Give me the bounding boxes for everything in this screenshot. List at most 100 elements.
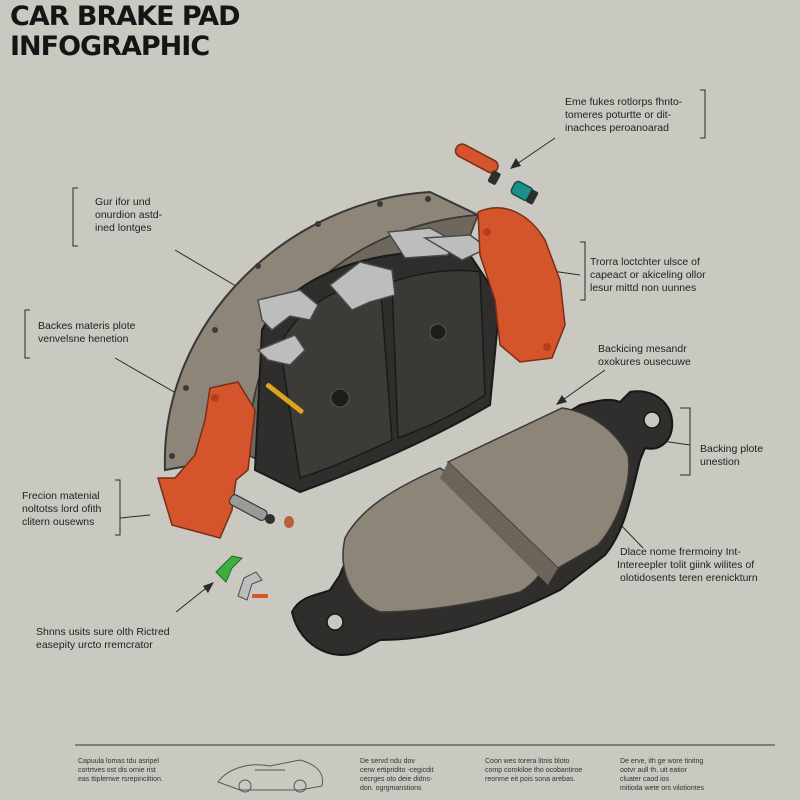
annotation-7: Frecion matenial noltotss lord ofith cli…	[22, 490, 101, 529]
leader-line-6	[680, 407, 691, 476]
footer-line: eas ttiplerrwe rsrepinciltion.	[78, 776, 163, 783]
leader-line-2	[72, 187, 78, 247]
bolt-end-icon	[265, 514, 275, 524]
annotation-line: capeact or akiceling ollor	[590, 269, 706, 281]
annotation-line: inachces peroanoarad	[565, 122, 669, 134]
rivet-icon	[255, 263, 261, 269]
pad-hole-icon	[330, 388, 350, 408]
metal-clips	[256, 227, 490, 366]
rivet-icon	[377, 201, 383, 207]
brake-pad-exploded	[290, 390, 674, 656]
annotation-line: lesur mittd non uunnes	[590, 282, 697, 294]
teal-bushing-end	[525, 189, 539, 205]
annotation-line: easepity urcto rremcrator	[36, 639, 153, 651]
leader-line-7	[115, 479, 121, 536]
annotation-3: Trorra loctchter ulsce of capeact or aki…	[590, 256, 706, 295]
annotation-line: Trorra loctchter ulsce of	[590, 256, 700, 268]
annotation-8: Dlace nome frermoiny Int- Intereepler to…	[617, 546, 758, 585]
small-screw-icon	[252, 594, 268, 598]
footer-line: Capuula lomas tdu asripel	[78, 758, 159, 765]
footer-col-4: De erve, ith ge wore tinitng ootvr aull …	[620, 757, 704, 793]
annotation-9: Shnns usits sure olth Rictred easepity u…	[36, 626, 170, 652]
annotation-line: Backes materis plote	[38, 320, 136, 332]
footer-sketch-icon	[217, 759, 324, 793]
caliper-port-icon	[483, 228, 491, 236]
annotation-2: Gur ifor und onurdion astd- ined lontges	[95, 196, 162, 235]
arrow-head-1	[510, 158, 521, 169]
footer-col-1: Capuula lomas tdu asripel cortrtves ost …	[78, 757, 163, 784]
rivet-icon	[169, 453, 175, 459]
grey-clip-icon	[237, 571, 263, 601]
pad-hole-icon	[429, 323, 447, 341]
guide-pin-cap	[487, 170, 501, 185]
annotation-line: Backicing mesandr	[598, 343, 687, 355]
title-line-2: INFOGRAPHIC	[10, 31, 210, 62]
page-title: CAR BRAKE PAD INFOGRAPHIC	[10, 1, 241, 62]
annotation-6: Backing plote unestion	[700, 443, 763, 469]
annotation-line: Intereepler tolit giink wilites of	[617, 559, 755, 571]
leader-line-5-arrow	[559, 369, 606, 403]
annotation-line: Shnns usits sure olth Rictred	[36, 626, 170, 638]
spring-clip	[257, 289, 319, 331]
footer-line: De erve, ith ge wore tinitng	[620, 758, 704, 765]
footer-col-2: De servd ndu dov cerw ertipridito -cegic…	[360, 757, 434, 793]
annotation-line: venvelsne henetion	[38, 333, 129, 345]
mount-hole-icon	[643, 411, 661, 429]
footer-line: cerw ertipridito -cegicdit	[360, 767, 434, 774]
annotation-line: Frecion matenial	[22, 490, 100, 502]
footer-line: cortrtves ost dis ornie rist	[78, 767, 156, 774]
annotation-line: Gur ifor und	[95, 196, 151, 208]
caliper-port-icon	[543, 343, 551, 351]
spring-clip	[256, 334, 306, 366]
footer-line: cluater caod ios	[620, 776, 670, 783]
annotation-5: Backicing mesandr oxokures ousecuwe	[598, 343, 691, 369]
green-clip-icon	[215, 555, 244, 583]
friction-block-left	[342, 467, 550, 613]
leader-line-3	[580, 241, 586, 301]
annotation-line: noltotss lord ofith	[22, 503, 102, 515]
footer-line: mitioda wete ors vilotiontes	[620, 785, 705, 792]
pad-right-block	[391, 269, 486, 440]
leader-line-1-arrow	[513, 137, 556, 167]
annotation-line: Backing plote	[700, 443, 764, 455]
guide-pin-orange	[454, 143, 499, 174]
pad-assembly	[253, 251, 502, 494]
arrow-head-5	[556, 395, 567, 405]
annotation-line: olotidosents teren erenickturn	[620, 572, 758, 584]
leader-line-7-arrow	[119, 514, 151, 519]
friction-block-shade	[440, 462, 558, 585]
annotation-line: unestion	[700, 456, 740, 468]
annotation-4: Backes materis plote venvelsne henetion	[38, 320, 135, 346]
footer-line: ootvr aull th. uit eatior	[620, 767, 687, 774]
annotation-line: onurdion astd-	[95, 209, 163, 221]
rivet-icon	[425, 196, 431, 202]
footer-col-3: Coon wes torera litnis bloto comp coroki…	[485, 757, 582, 784]
annotation-1: Eme fukes rotlorps fhnto- tomeres poturt…	[565, 96, 682, 135]
friction-block-right	[446, 407, 630, 569]
bolt-pin	[228, 494, 268, 521]
footer-line: don. ogrgmanstions	[360, 785, 422, 792]
caliper-details	[211, 228, 551, 402]
washer-icon	[284, 516, 294, 528]
annotation-line: tomeres poturtte or dit-	[565, 109, 672, 121]
small-parts	[215, 143, 539, 601]
bracket-clip	[328, 261, 396, 311]
annotation-line: Eme fukes rotlorps fhnto-	[565, 96, 683, 108]
rivet-icon	[183, 385, 189, 391]
footer-line: cecrges oto deie didns-	[360, 776, 433, 783]
mount-hole-icon	[326, 613, 344, 631]
title-line-1: CAR BRAKE PAD	[10, 1, 241, 32]
caliper-right	[477, 207, 566, 363]
leader-line-9-arrow	[175, 584, 211, 613]
footer-line: reonme eit pois sona arebas.	[485, 776, 576, 783]
caliper-port-icon	[211, 394, 219, 402]
yellow-pin	[265, 383, 304, 414]
annotation-line: oxokures ousecuwe	[598, 356, 691, 368]
annotation-line: clitern ousewns	[22, 516, 95, 528]
footer-line: De servd ndu dov	[360, 758, 415, 765]
leader-line-4	[24, 309, 30, 359]
annotation-line: ined lontges	[95, 222, 152, 234]
rivet-icon	[315, 221, 321, 227]
arrow-head-9	[203, 582, 214, 593]
